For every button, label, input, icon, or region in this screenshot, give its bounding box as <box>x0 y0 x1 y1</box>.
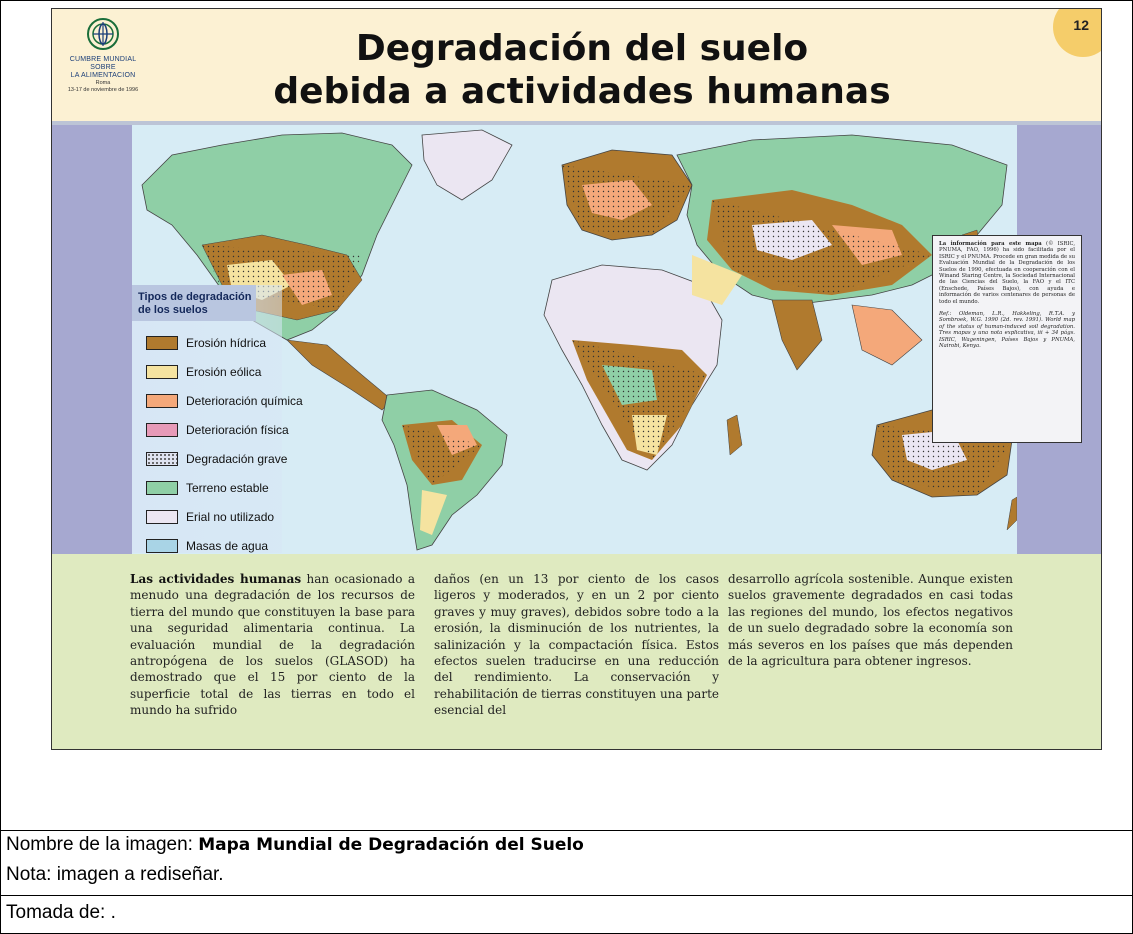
legend-swatch <box>146 510 178 524</box>
legend-label: Erial no utilizado <box>186 510 275 524</box>
world-degradation-map <box>141 129 1017 551</box>
legend-swatch <box>146 423 178 437</box>
legend-item: Erial no utilizado <box>146 507 274 527</box>
fao-emblem-icon <box>87 18 119 50</box>
legend-label: Erosión eólica <box>186 365 262 379</box>
southeast-asia <box>851 304 923 366</box>
poster-title: Degradación del suelo debida a actividad… <box>202 27 962 113</box>
info-box-body: (© ISRIC, PNUMA, FAO, 1996) ha sido faci… <box>939 241 1076 305</box>
map-band: Tipos de degradación de los suelos Erosi… <box>52 125 1101 554</box>
legend-label: Deterioración física <box>186 423 289 437</box>
legend-item: Masas de agua <box>146 536 268 556</box>
poster-text-area: Las actividades humanas han ocasionado a… <box>52 554 1101 749</box>
info-box-lead: La información para este mapa <box>939 241 1042 247</box>
poster-header: CUMBRE MUNDIAL SOBRE LA ALIMENTACION Rom… <box>52 9 1101 121</box>
legend-item: Erosión hídrica <box>146 333 266 353</box>
info-box-reference: Ref.: Oldeman, L.R., Hakkeling, R.T.A. y… <box>939 311 1075 350</box>
new-zealand <box>1006 496 1017 531</box>
title-line2: debida a actividades humanas <box>273 71 891 112</box>
greenland <box>421 129 513 201</box>
image-name-value: Mapa Mundial de Degradación del Suelo <box>198 835 584 855</box>
legend-label: Degradación grave <box>186 452 288 466</box>
legend-title: Tipos de degradación de los suelos <box>132 285 256 321</box>
text-column-1-body: han ocasionado a menudo una degradación … <box>130 572 415 718</box>
info-box: La información para este mapa (© ISRIC, … <box>932 235 1082 443</box>
legend-swatch <box>146 539 178 553</box>
header-stripe <box>52 121 1101 125</box>
legend-item: Erosión eólica <box>146 362 261 382</box>
legend-swatch <box>146 394 178 408</box>
legend-title-line2: de los suelos <box>138 304 208 316</box>
image-source: Tomada de: . <box>6 902 116 923</box>
legend-item: Degradación grave <box>146 449 287 469</box>
legend-label: Deterioración química <box>186 394 303 408</box>
map-legend: Tipos de degradación de los suelos Erosi… <box>132 285 303 556</box>
legend-swatch <box>146 365 178 379</box>
logo-org-line2: LA ALIMENTACION <box>70 72 136 79</box>
legend-label: Terreno estable <box>186 481 269 495</box>
image-name-caption: Nombre de la imagen: Mapa Mundial de Deg… <box>6 834 584 856</box>
page-number: 12 <box>1073 17 1089 33</box>
south-asia <box>771 299 823 371</box>
legend-title-line1: Tipos de degradación <box>138 291 252 303</box>
legend-item: Deterioración química <box>146 391 303 411</box>
legend-swatch <box>146 481 178 495</box>
title-line1: Degradación del suelo <box>355 28 809 69</box>
legend-item: Terreno estable <box>146 478 269 498</box>
logo-place: Roma <box>95 80 111 86</box>
image-note: Nota: imagen a rediseñar. <box>6 864 224 885</box>
text-lead: Las actividades humanas <box>130 572 302 586</box>
text-column-1: Las actividades humanas han ocasionado a… <box>130 571 415 719</box>
logo-dates: 13-17 de noviembre de 1996 <box>67 87 139 93</box>
table-divider <box>0 830 1133 831</box>
table-divider <box>0 895 1133 896</box>
text-column-3: desarrollo agrícola sostenible. Aunque e… <box>728 572 1013 669</box>
text-column-2: daños (en un 13 por ciento de los casos … <box>434 572 719 718</box>
summit-logo: CUMBRE MUNDIAL SOBRE LA ALIMENTACION Rom… <box>58 17 148 94</box>
image-name-label: Nombre de la imagen: <box>6 834 199 855</box>
legend-label: Masas de agua <box>186 539 269 553</box>
legend-swatch <box>146 336 178 350</box>
legend-item: Deterioración física <box>146 420 289 440</box>
legend-swatch <box>146 452 178 466</box>
logo-org-line1: CUMBRE MUNDIAL SOBRE <box>69 56 137 71</box>
legend-label: Erosión hídrica <box>186 336 267 350</box>
poster-image: CUMBRE MUNDIAL SOBRE LA ALIMENTACION Rom… <box>51 8 1102 750</box>
